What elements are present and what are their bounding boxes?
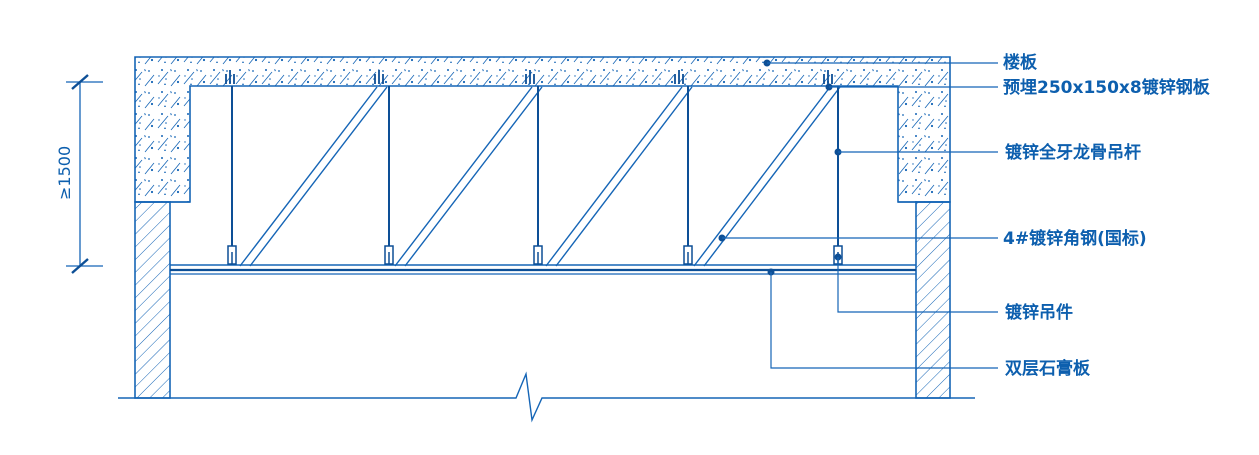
label-embedded-plate: 预埋250x150x8镀锌钢板 — [1003, 77, 1211, 98]
hanger-rods — [225, 70, 843, 265]
label-threaded-rod: 镀锌全牙龙骨吊杆 — [1005, 142, 1141, 163]
right-wall — [898, 201, 951, 399]
label-floor-slab: 楼板 — [1003, 52, 1038, 73]
gypsum-board — [170, 264, 916, 275]
rod-5 — [823, 70, 843, 265]
rod-1 — [225, 70, 237, 265]
dimension-label: ≥1500 — [55, 146, 74, 200]
callout-leaders — [718, 59, 998, 369]
callout-labels: 楼板 预埋250x150x8镀锌钢板 镀锌全牙龙骨吊杆 4#镀锌角钢(国标) 镀… — [1003, 52, 1211, 379]
angle-steel-braces — [239, 86, 841, 267]
left-wall — [134, 201, 190, 399]
brace-2 — [394, 86, 543, 267]
rod-2 — [374, 70, 394, 265]
ground-break-line — [118, 371, 975, 423]
label-hanger: 镀锌吊件 — [1005, 302, 1073, 323]
brace-3 — [545, 86, 693, 267]
rod-3 — [525, 70, 543, 265]
dimension-line: ≥1500 — [55, 74, 103, 274]
rod-4 — [674, 70, 693, 265]
brace-4 — [693, 86, 841, 267]
label-angle-steel: 4#镀锌角钢(国标) — [1003, 228, 1147, 249]
label-gypsum-board: 双层石膏板 — [1005, 358, 1091, 379]
brace-1 — [239, 86, 388, 267]
